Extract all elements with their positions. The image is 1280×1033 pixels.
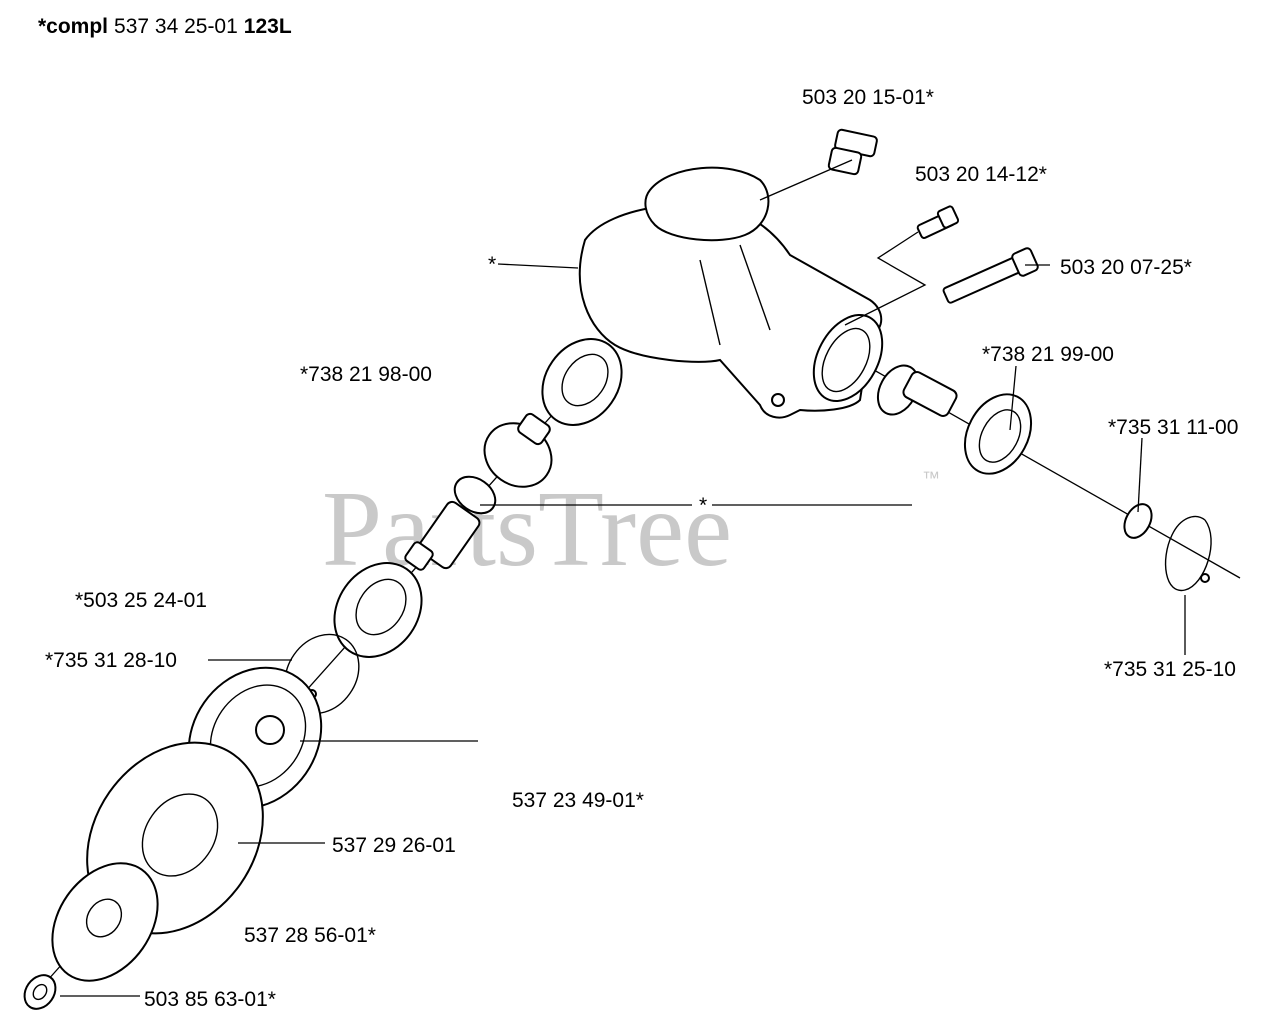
nut-part (23, 974, 57, 1010)
bevel-gear-part (483, 412, 553, 488)
circlip-right-part (1164, 515, 1212, 592)
screw-short-part (916, 205, 960, 239)
seal-right-part (963, 393, 1033, 475)
leader-screw-short (844, 231, 927, 326)
label-bearing-top: *738 21 98-00 (300, 363, 432, 386)
pinion-gear-part (876, 364, 958, 417)
bearing-lower-part (333, 562, 423, 658)
label-screw-short: 503 20 14-12* (915, 163, 1047, 186)
label-shaft-gear: * (699, 494, 707, 517)
bearing-top-part (541, 338, 623, 426)
title-model: 123L (244, 15, 292, 38)
label-seal-right: *738 21 99-00 (982, 343, 1114, 366)
label-housing: * (488, 253, 496, 276)
label-circlip-left: *735 31 28-10 (45, 649, 177, 672)
title-prefix: *compl (38, 15, 108, 38)
label-circlip-right: *735 31 25-10 (1104, 658, 1236, 681)
label-cover: 537 23 49-01* (512, 789, 644, 812)
label-plug: 503 20 15-01* (802, 86, 934, 109)
page-title: *compl 537 34 25-01 123L (38, 15, 292, 38)
leader-seal-right (1009, 365, 1017, 431)
label-disc: 537 29 26-01 (332, 834, 456, 857)
screw-long-part (942, 247, 1039, 304)
shaft-part (404, 475, 497, 571)
leader-plug (759, 159, 853, 201)
plug-part (827, 128, 878, 176)
label-ring-small: *735 31 11-00 (1108, 416, 1238, 439)
gear-housing (578, 166, 884, 419)
watermark-trademark: ™ (922, 468, 940, 488)
label-nut: 503 85 63-01* (144, 988, 276, 1011)
label-bearing-lower: *503 25 24-01 (75, 589, 207, 612)
title-part-number: 537 34 25-01 (114, 15, 238, 38)
label-washer: 537 28 56-01* (244, 924, 376, 947)
leader-ring-small (1137, 437, 1143, 513)
washer-part (51, 862, 159, 982)
label-screw-long: 503 20 07-25* (1060, 256, 1192, 279)
small-ring-part (1123, 503, 1153, 539)
leader-housing (497, 263, 579, 269)
